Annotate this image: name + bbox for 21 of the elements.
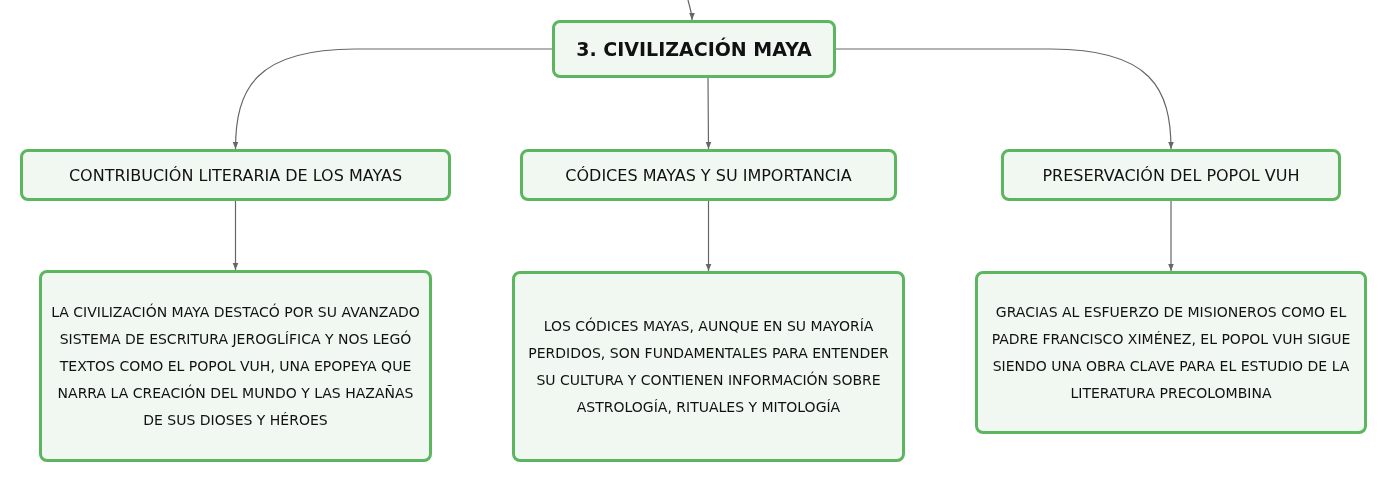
description-box [975, 271, 1367, 434]
description-text: LA CIVILIZACIÓN MAYA DESTACÓ POR SU AVANZADO SISTEMA DE ESCRITURA JEROGLÍFICA Y NOS LEGÓ TEXTOS COMO EL POPOL VUH, UNA EPOPEYA QUE NARRA LA CREACIÓN DEL MUNDO Y LAS HAZAÑAS DE SUS DIOSES Y HÉROES [50, 302, 421, 430]
title-box [552, 20, 836, 78]
connector-arrow [705, 200, 712, 272]
connector-arrow [232, 48, 553, 150]
topic-text: CONTRIBUCIÓN LITERARIA DE LOS MAYAS [68, 165, 403, 185]
connector-arrow [705, 77, 712, 150]
topic-box [520, 149, 897, 201]
connector-arrow [687, 0, 695, 21]
connector-arrow [232, 200, 239, 271]
title-text: 3. CIVILIZACIÓN MAYA [576, 38, 812, 60]
description-text: LOS CÓDICES MAYAS, AUNQUE EN SU MAYORÍA PERDIDOS, SON FUNDAMENTALES PARA ENTENDER SU CULTURA Y CONTIENEN INFORMACIÓN SOBRE ASTROLOGÍA, RITUALES Y MITOLOGÍA [527, 316, 890, 417]
topic-text: CÓDICES MAYAS Y SU IMPORTANCIA [565, 165, 852, 185]
connector-arrow [1168, 200, 1174, 272]
topic-box [1001, 149, 1341, 201]
topic-box [20, 149, 451, 201]
description-text: GRACIAS AL ESFUERZO DE MISIONEROS COMO EL PADRE FRANCISCO XIMÉNEZ, EL POPOL VUH SIGUE SIENDO UNA OBRA CLAVE PARA EL ESTUDIO DE LA LITERATURA PRECOLOMBINA [990, 302, 1352, 403]
topic-text: PRESERVACIÓN DEL POPOL VUH [1042, 165, 1300, 185]
description-box [512, 271, 905, 462]
description-box [39, 270, 432, 462]
connector-arrow [835, 48, 1174, 150]
